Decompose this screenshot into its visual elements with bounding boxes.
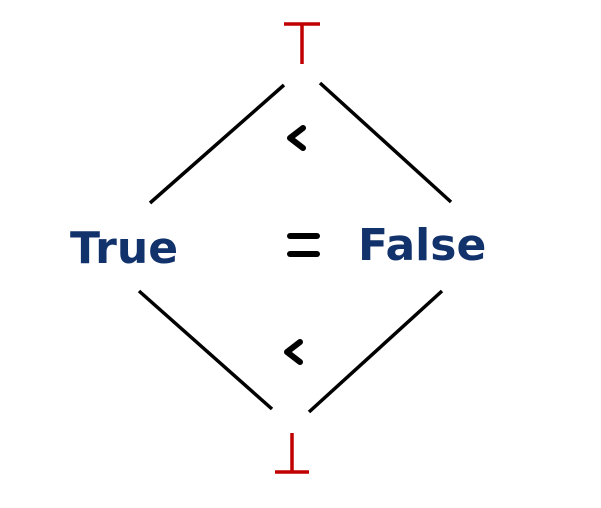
edge-top-to-true — [148, 83, 286, 205]
less-than-icon — [284, 339, 303, 365]
edge-false-to-bottom — [307, 289, 444, 414]
node-label-true: True — [70, 223, 178, 274]
less-than-icon — [287, 125, 306, 151]
edge-top-to-false — [318, 81, 453, 204]
edge-true-to-bottom — [137, 289, 274, 411]
top-element-tee-icon — [284, 22, 320, 64]
node-label-false: False — [358, 220, 486, 271]
bottom-element-uptack-icon — [275, 433, 309, 474]
equals-icon — [287, 233, 320, 257]
